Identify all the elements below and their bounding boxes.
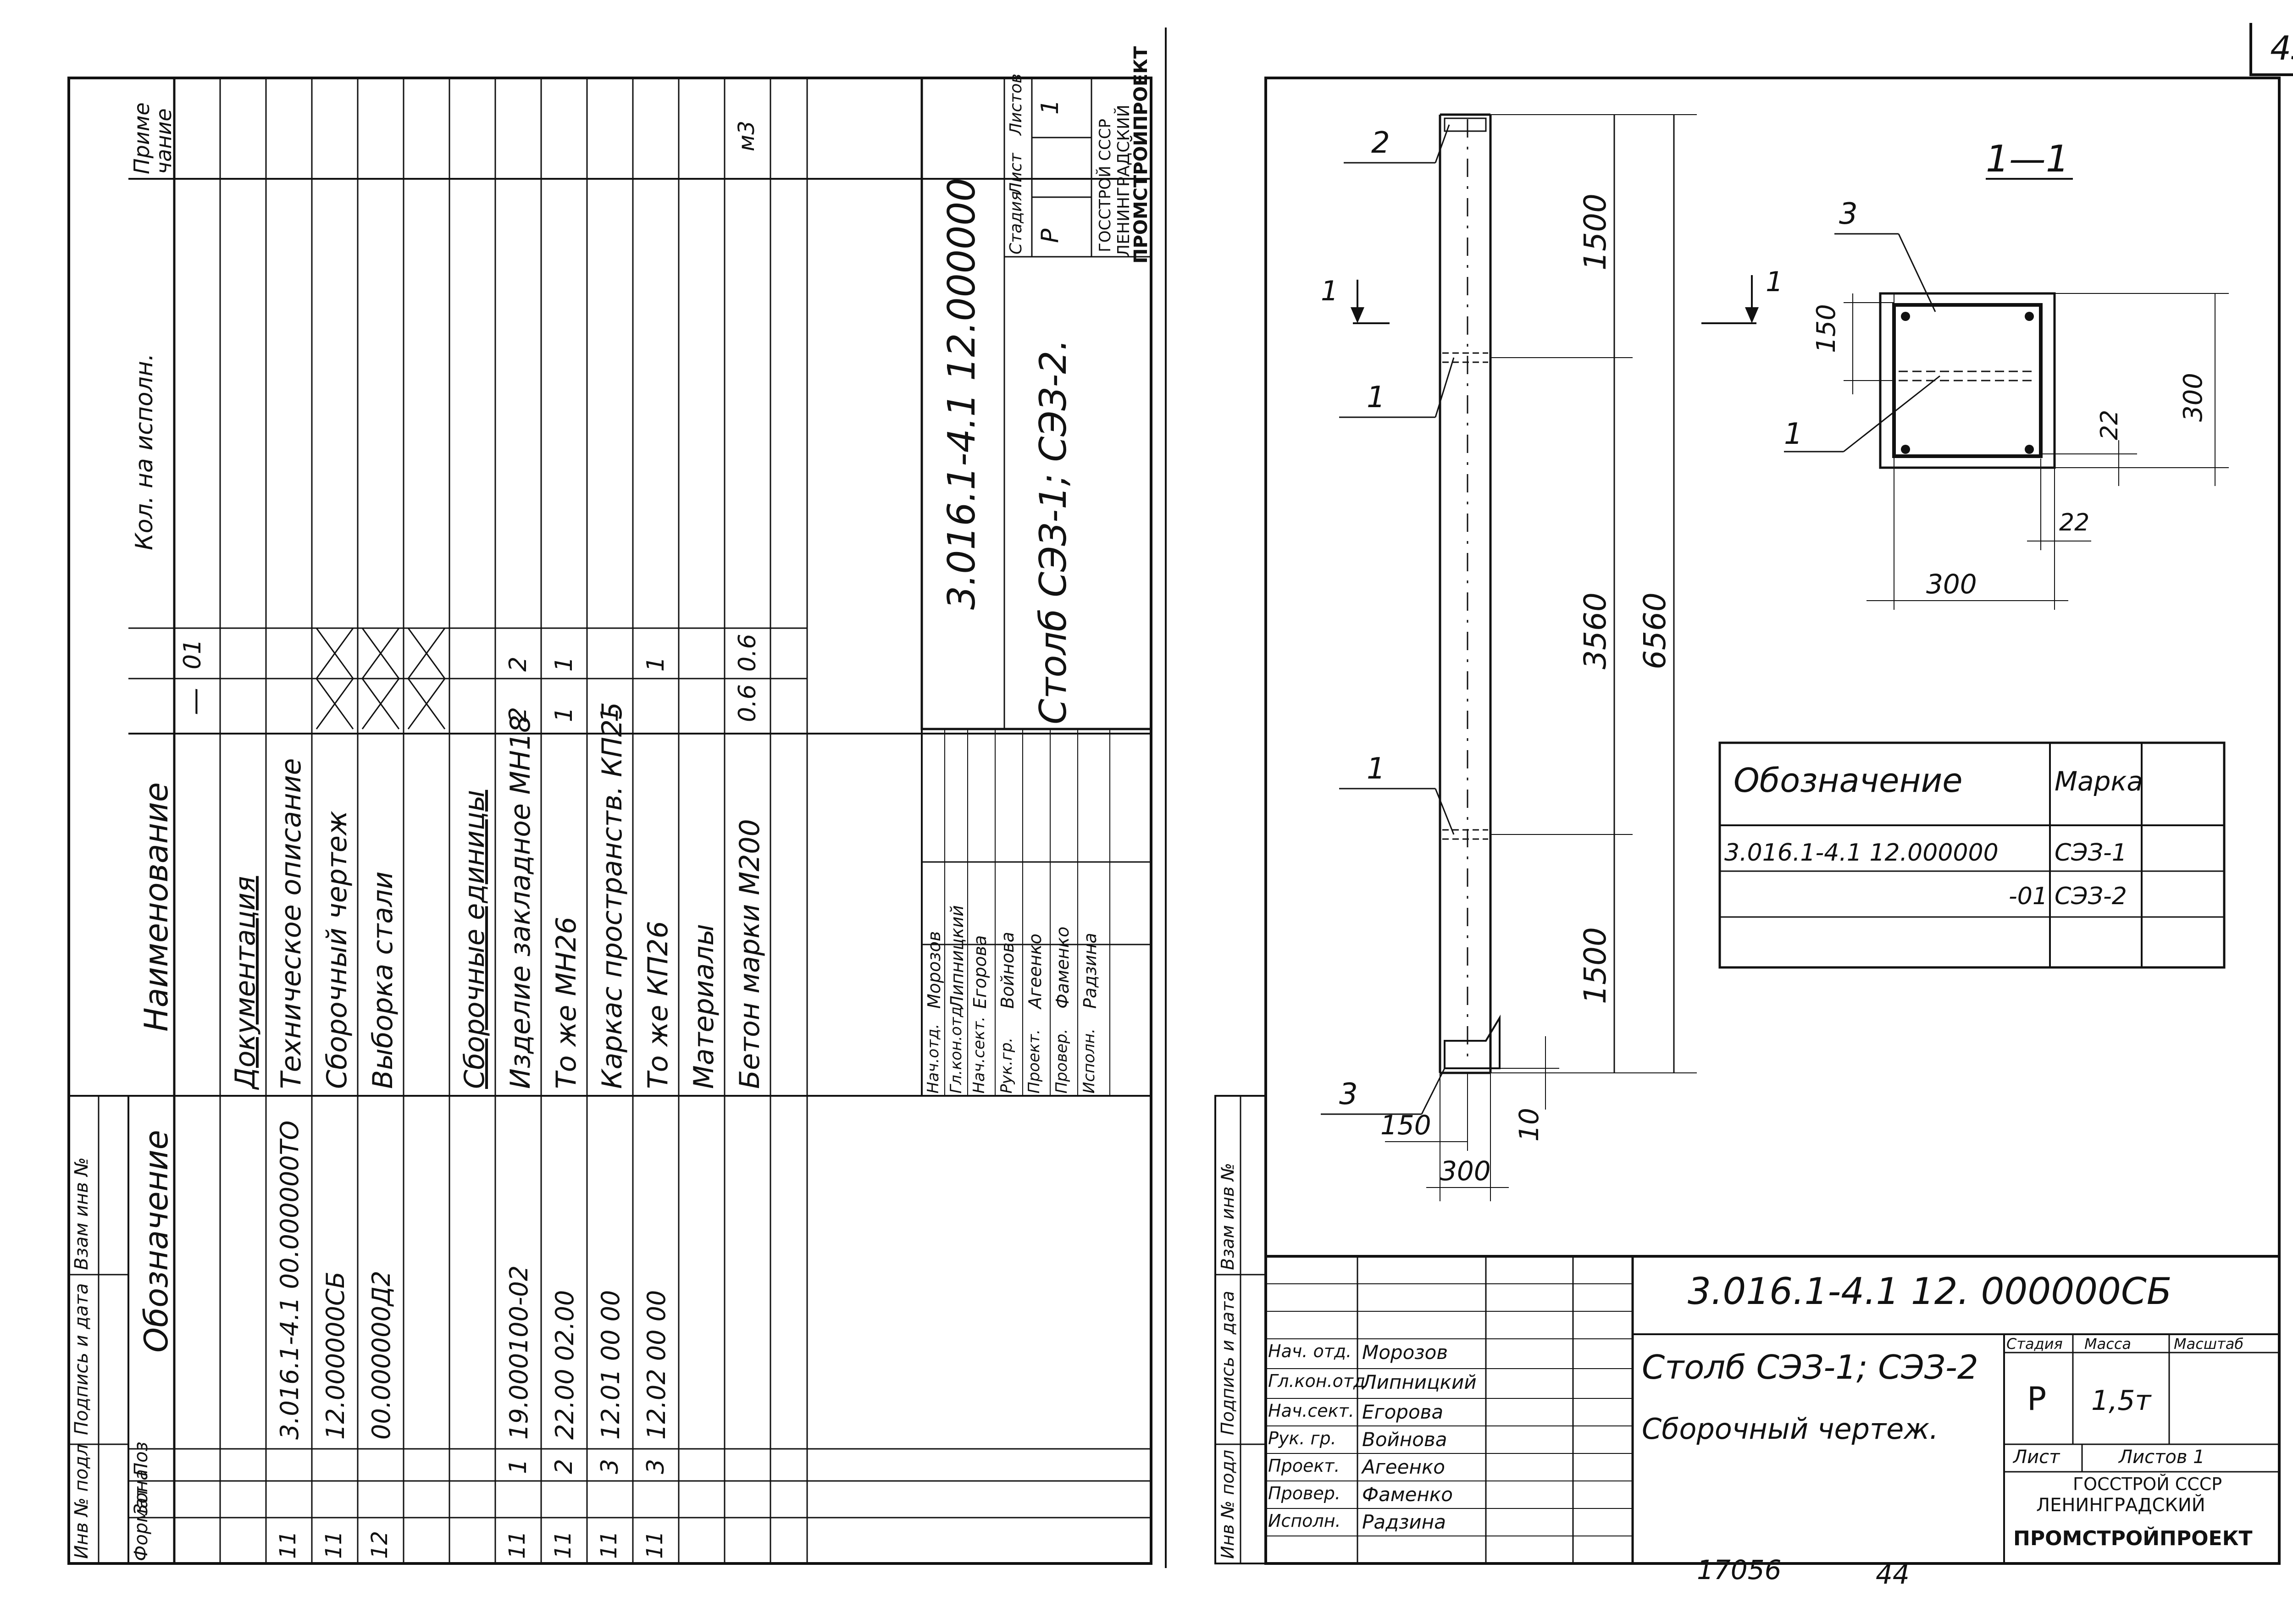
sheet-divider [1165, 28, 1167, 1568]
marks-row-1-mark: СЭЗ-1 [2055, 839, 2127, 867]
marks-row-2-designation: -01 [2009, 883, 2048, 910]
drawing-sign-name: Фаменко [1362, 1483, 1453, 1506]
drawing-sign-name: Липницкий [1362, 1371, 1477, 1393]
drawing-stamp-org-2: ЛЕНИНГРАДСКИЙ [2036, 1495, 2205, 1516]
marks-row-2-mark: СЭЗ-2 [2055, 883, 2127, 910]
page-number-box: 43 [2249, 23, 2293, 76]
drawing-stamp-title: Столб СЭЗ-1; СЭЗ-2 [1642, 1348, 1978, 1386]
marks-row-1-designation: 3.016.1-4.1 12.000000 [1724, 839, 1999, 867]
section-dim-300-v: 300 [2178, 373, 2208, 422]
archive-number: 17056 [1697, 1554, 1782, 1585]
dim-3560: 3560 [1578, 592, 1613, 669]
drawing-sign-name: Агеенко [1362, 1456, 1446, 1478]
dim-150: 150 [1380, 1110, 1431, 1141]
drawing-side-sign-label: Подпись и дата [1218, 1291, 1238, 1435]
callout-2: 2 [1371, 126, 1390, 160]
dim-300: 300 [1440, 1155, 1491, 1187]
section-mark-left: 1 [1321, 275, 1339, 307]
drawing-sign-role: Провер. [1268, 1483, 1340, 1503]
callout-1-upper: 1 [1367, 381, 1385, 414]
drawing-stamp-org-3: ПРОМСТРОЙПРОЕКТ [2013, 1527, 2253, 1550]
section-callout-3: 3 [1839, 197, 1858, 231]
page-number: 43 [2270, 29, 2293, 67]
callout-3: 3 [1339, 1077, 1358, 1111]
dim-10: 10 [1513, 1108, 1545, 1142]
drawing-stamp-mass-label: Масса [2084, 1335, 2132, 1353]
section-dim-22-a: 22 [2096, 409, 2123, 440]
drawing-stamp-scale-label: Масштаб [2174, 1335, 2244, 1353]
section-callout-1: 1 [1784, 417, 1803, 451]
drawing-stamp-mass: 1,5т [2091, 1385, 2151, 1417]
drawing-side-replace-label: Взам инв № [1218, 1163, 1238, 1270]
dim-6560: 6560 [1637, 592, 1673, 669]
marks-header-designation: Обозначение [1734, 761, 1963, 800]
section-dim-22-b: 22 [2059, 509, 2090, 536]
section-title: 1—1 [1986, 138, 2069, 180]
drawing-sign-role: Нач. отд. [1268, 1341, 1352, 1361]
drawing-stamp-sheet-label: Лист [2013, 1447, 2060, 1468]
drawing-stamp-sheets-label: Листов 1 [2119, 1447, 2205, 1468]
dim-1500-top: 1500 [1578, 193, 1613, 271]
drawing-sign-name: Морозов [1362, 1341, 1448, 1364]
drawing-sign-role: Рук. гр. [1268, 1428, 1336, 1448]
section-dim-300-h: 300 [1926, 569, 1977, 600]
drawing-stamp-org-1: ГОССТРОЙ СССР [2073, 1474, 2222, 1494]
drawing-sign-role: Исполн. [1268, 1511, 1341, 1531]
drawing-sign-role: Проект. [1268, 1456, 1340, 1476]
drawing-stamp-stage: Р [2027, 1380, 2047, 1418]
drawing-stamp-subtitle: Сборочный чертеж. [1642, 1412, 1939, 1446]
drawing-sign-role: Нач.сект. [1268, 1401, 1354, 1421]
drawing-sign-name: Войнова [1362, 1428, 1447, 1451]
marks-header-mark: Марка [2055, 766, 2143, 797]
drawing-sign-name: Радзина [1362, 1511, 1446, 1533]
drawing-side-inv-label: Инв № подл [1218, 1449, 1238, 1559]
callout-1-lower: 1 [1367, 752, 1385, 786]
dim-1500-bottom: 1500 [1578, 927, 1613, 1004]
drawing-sign-role: Гл.кон.отд [1268, 1371, 1366, 1391]
section-mark-right: 1 [1766, 266, 1783, 298]
section-dim-150: 150 [1811, 304, 1841, 353]
drawing-stamp-code: 3.016.1-4.1 12. 000000СБ [1688, 1270, 2172, 1313]
drawing-sign-name: Егорова [1362, 1401, 1444, 1423]
drawing-stamp-stage-label: Стадия [2006, 1335, 2063, 1353]
